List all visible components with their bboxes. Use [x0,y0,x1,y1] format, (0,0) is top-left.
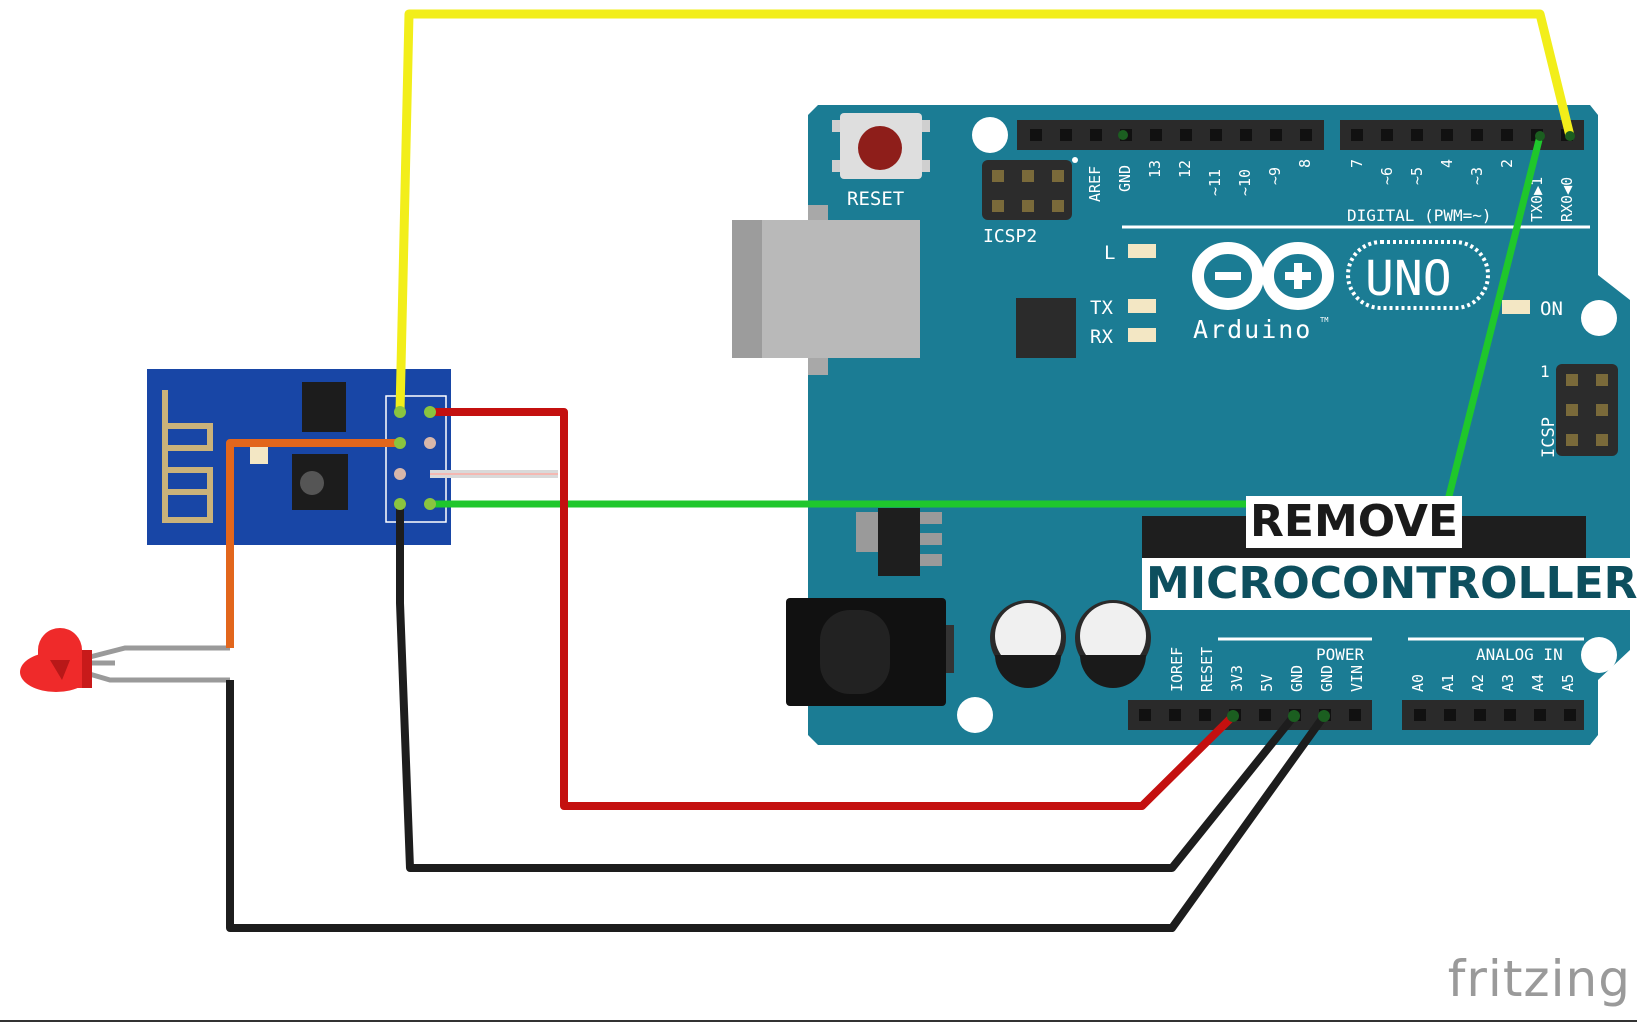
esp-pin [394,468,406,480]
tx-pin-label: TX0▶1 [1528,177,1546,222]
led-tx [1128,299,1156,313]
led-rx [1128,328,1156,342]
power-pin-label: GND [1288,665,1306,692]
aref-pin-label: AREF [1086,166,1104,202]
mounting-hole [957,697,993,733]
wire-end [394,498,406,510]
power-jack [786,598,954,706]
remove-label: REMOVE [1246,496,1463,548]
voltage-regulator [856,508,942,576]
usb-connector-face [732,220,762,358]
power-header [1128,700,1372,730]
model-label: UNO [1365,251,1452,307]
icsp-label: ICSP [1539,417,1559,458]
uno-badge [1346,240,1490,310]
arduino-logo [1192,242,1334,310]
icsp-pin1-label: 1 [1540,362,1550,381]
fritzing-watermark: fritzing [1447,950,1631,1008]
led-l [1128,244,1156,258]
wire-end [1565,131,1575,141]
mounting-hole [1581,637,1617,673]
wire-end [1288,710,1300,722]
wires [226,9,1575,932]
power-label: POWER [1316,645,1365,664]
digital-header-right [1340,120,1584,150]
digital-pin-label: 2 [1498,159,1516,168]
wire-end [394,437,406,449]
wire-orange [226,439,400,648]
digital-pin-label: ~3 [1468,167,1486,185]
digital-label: DIGITAL (PWM=~) [1347,206,1492,225]
wire-end [1227,710,1239,722]
trademark-label: TM [1320,316,1328,324]
wire-black [226,680,1328,932]
led-l-label: L [1104,242,1115,264]
esp-logo-icon [300,471,324,495]
wire-black [396,504,1298,872]
icsp-header [1556,364,1618,456]
power-pin-label: VIN [1348,665,1366,692]
digital-pin-label: 7 [1348,159,1366,168]
usb-connector [732,220,920,358]
led-rx-label: RX [1090,326,1113,348]
power-pin-label: 3V3 [1228,665,1246,692]
icsp2-header [982,157,1078,220]
analog-label: ANALOG IN [1476,645,1563,664]
rx-pin-label: RX0◀0 [1558,177,1576,222]
power-pin-label: GND [1318,665,1336,692]
power-pin-label: IOREF [1168,647,1186,692]
led-on-label: ON [1540,298,1563,320]
power-pin-label: RESET [1198,647,1216,692]
digital-pin-label: 8 [1296,159,1314,168]
capacitor [990,600,1066,688]
usb-chip [1016,298,1076,358]
microcontroller-label: MICROCONTROLLER [1142,558,1637,610]
capacitor [1075,600,1151,688]
mounting-hole [972,117,1008,153]
icsp2-label: ICSP2 [983,226,1037,247]
digital-pin-label: 13 [1146,160,1164,178]
red-led [20,628,230,692]
analog-pin-label: A1 [1439,674,1457,692]
analog-pin-label: A4 [1529,674,1547,692]
digital-pin-label: 12 [1176,160,1194,178]
analog-header [1402,700,1584,730]
power-pin-label: 5V [1258,674,1276,692]
analog-pin-label: A0 [1409,674,1427,692]
esp-flash-chip [302,382,346,432]
led-on [1502,300,1530,314]
wire-end [1535,131,1545,141]
wire-end [424,406,436,418]
esp-antenna [162,390,213,523]
wire-yellow [395,9,1575,413]
analog-pin-label: A5 [1559,674,1577,692]
mounting-hole [1581,300,1617,336]
digital-pin-label: ~5 [1408,167,1426,185]
reset-button [832,113,930,179]
digital-pin-label: ~10 [1236,169,1254,196]
reset-label: RESET [847,188,904,210]
analog-pin-label: A3 [1499,674,1517,692]
wire-red [430,408,1236,810]
wire-end [424,498,436,510]
led-tx-label: TX [1090,297,1113,319]
esp01-module [147,369,451,545]
digital-pin-label: ~9 [1266,167,1284,185]
wire-end [1318,710,1330,722]
esp-pin [424,437,436,449]
digital-pin-label: ~6 [1378,167,1396,185]
brand-label: Arduino [1193,315,1312,344]
digital-header-left [1017,120,1324,150]
arduino-uno-board: RESET ICSP2 [732,105,1630,745]
digital-pin-label: 4 [1438,159,1456,168]
gnd-pin-label: GND [1116,165,1134,192]
digital-pin-label: ~11 [1206,169,1224,196]
wire-end [394,406,406,418]
analog-pin-label: A2 [1469,674,1487,692]
